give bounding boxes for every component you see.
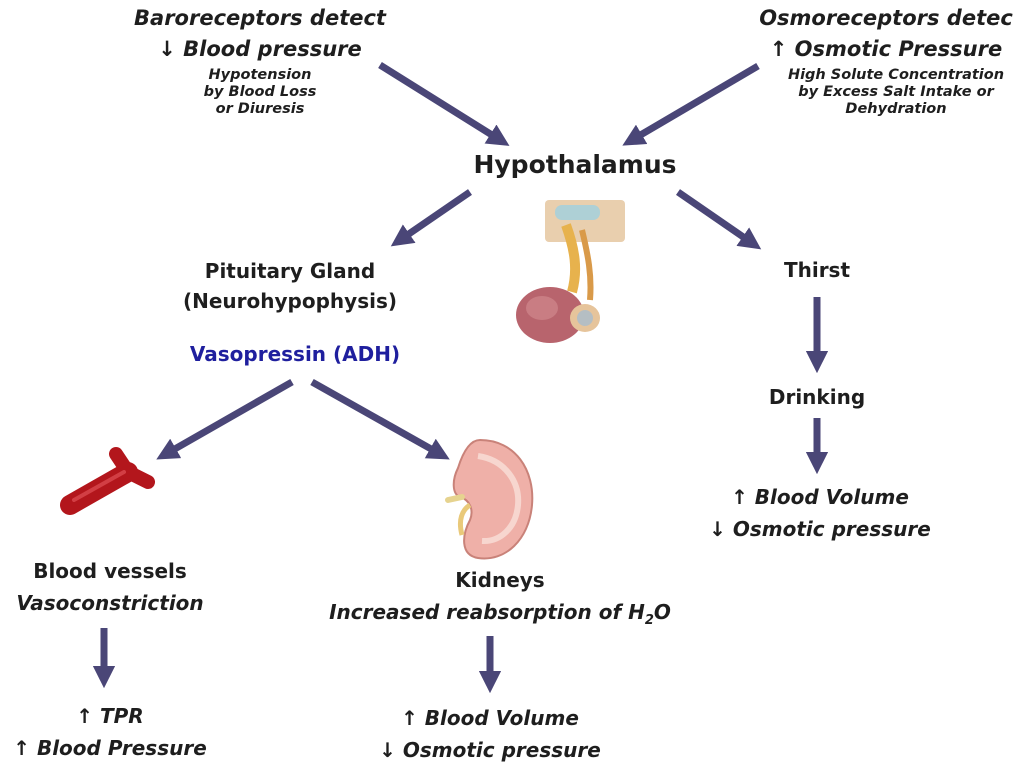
kidney-illustration xyxy=(445,438,534,560)
vasoconstriction-label: Vasoconstriction xyxy=(16,591,204,615)
kidney-action-subscript: 2 xyxy=(644,613,654,628)
kidney-results: ↑ Blood Volume ↓ Osmotic pressure xyxy=(350,702,630,766)
arrow-osmoreceptors-to-hypothalamus xyxy=(622,62,760,146)
baroreceptors-cause-1: Hypotension xyxy=(208,67,312,83)
arrow-hypothalamus-to-thirst xyxy=(676,189,762,250)
osmoreceptors-cause-2: by Excess Salt Intake or xyxy=(798,84,994,100)
baroreceptors-line1: Baroreceptors detect xyxy=(134,6,386,30)
osmoreceptors-line1: Osmoreceptors detec xyxy=(759,6,1013,30)
baroreceptors-cause-3: or Diuresis xyxy=(215,101,305,117)
osmoreceptors-causes: High Solute Concentration by Excess Salt… xyxy=(768,67,1024,118)
kidney-action-prefix: Increased reabsorption of H xyxy=(329,600,645,624)
blood-vessels-title: Blood vessels xyxy=(33,559,187,583)
osmoreceptors-cause-1: High Solute Concentration xyxy=(787,67,1005,83)
kidneys-label: Kidneys Increased reabsorption of H2O xyxy=(300,564,700,637)
thirst-result-1: ↑ Blood Volume xyxy=(731,485,909,509)
vessels-results: ↑ TPR ↑ Blood Pressure xyxy=(0,700,220,764)
pituitary-illustration xyxy=(516,200,625,343)
arrow-baroreceptors-to-hypothalamus xyxy=(378,62,510,146)
drinking-label: Drinking xyxy=(768,385,866,409)
kidney-action-suffix: O xyxy=(653,600,671,624)
thirst-result-2: ↓ Osmotic pressure xyxy=(709,517,931,541)
baroreceptors-label: Baroreceptors detect ↓ Blood pressure xyxy=(110,3,410,65)
thirst-results: ↑ Blood Volume ↓ Osmotic pressure xyxy=(680,481,960,545)
arrow-adh-to-kidneys xyxy=(310,378,450,460)
pituitary-line2: (Neurohypophysis) xyxy=(182,289,397,313)
kidneys-title: Kidneys xyxy=(455,568,545,592)
kidney-action: Increased reabsorption of H2O xyxy=(300,596,700,637)
arrow-hypothalamus-to-pituitary xyxy=(390,189,472,247)
blood-vessels-label: Blood vessels Vasoconstriction xyxy=(0,555,220,619)
kidney-result-2: ↓ Osmotic pressure xyxy=(379,738,601,762)
arrow-adh-to-blood-vessels xyxy=(156,378,294,460)
hypothalamus-label: Hypothalamus xyxy=(473,150,677,179)
vessels-result-1: ↑ TPR xyxy=(76,704,144,728)
pituitary-label: Pituitary Gland (Neurohypophysis) xyxy=(160,256,420,316)
pituitary-line1: Pituitary Gland xyxy=(204,259,376,283)
osmoreceptors-label: Osmoreceptors detec ↑ Osmotic Pressure xyxy=(748,3,1024,65)
baroreceptors-line2: ↓ Blood pressure xyxy=(158,37,362,61)
blood-vessel-illustration xyxy=(60,447,155,515)
baroreceptors-cause-2: by Blood Loss xyxy=(203,84,317,100)
vasopressin-label: Vasopressin (ADH) xyxy=(189,342,401,366)
osmoreceptors-line2: ↑ Osmotic Pressure xyxy=(769,37,1003,61)
vessels-result-2: ↑ Blood Pressure xyxy=(13,736,207,760)
baroreceptors-causes: Hypotension by Blood Loss or Diuresis xyxy=(160,67,360,118)
osmoreceptors-cause-3: Dehydration xyxy=(845,101,947,117)
kidney-result-1: ↑ Blood Volume xyxy=(401,706,579,730)
thirst-label: Thirst xyxy=(783,258,851,282)
